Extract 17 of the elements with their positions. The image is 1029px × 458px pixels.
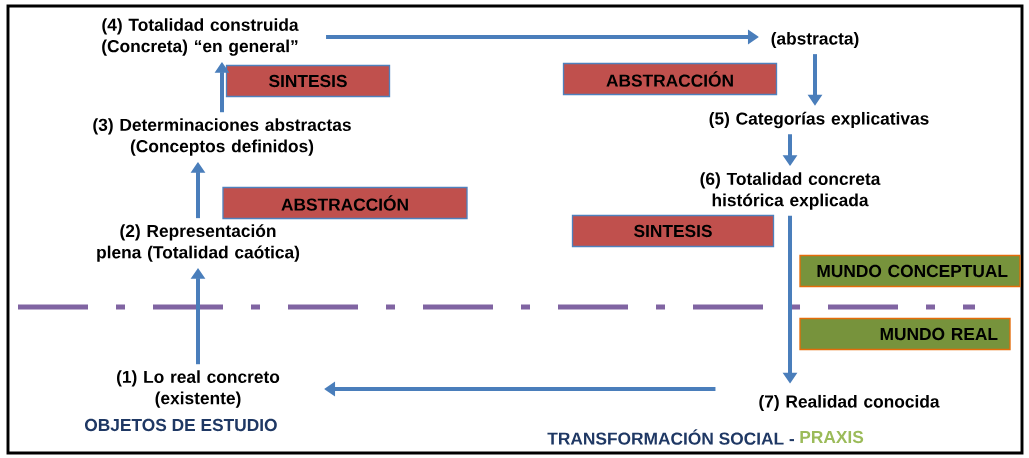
step-text: (1) Lo real concreto (existente) <box>117 370 280 408</box>
caption-text: TRANSFORMACIÓN SOCIAL - <box>547 429 795 445</box>
step-text: (2) Representación plena (Totalidad caótica) <box>97 224 300 262</box>
step-text: (5) Categorías explicativas <box>709 111 929 129</box>
step-text: (3) Determinaciones abstractas (Conceptos definidos) <box>93 118 351 156</box>
process-box: SINTESIS <box>225 64 391 98</box>
caption-text: OBJETOS DE ESTUDIO <box>85 418 277 432</box>
step-text: (7) Realidad conocida <box>759 394 940 412</box>
process-box: ABSTRACCIÓN <box>562 62 778 96</box>
caption-text: PRAXIS <box>800 430 864 444</box>
step-text: (4) Totalidad construida (Concreta) “en general” <box>102 18 299 56</box>
process-box: ABSTRACCIÓN <box>222 186 468 220</box>
process-box: SINTESIS <box>571 214 775 248</box>
world-band: MUNDO REAL <box>799 317 1011 351</box>
world-band: MUNDO CONCEPTUAL <box>799 254 1021 288</box>
step-text: (6) Totalidad concreta histórica explicada <box>700 172 881 210</box>
step-text: (abstracta) <box>771 31 859 49</box>
